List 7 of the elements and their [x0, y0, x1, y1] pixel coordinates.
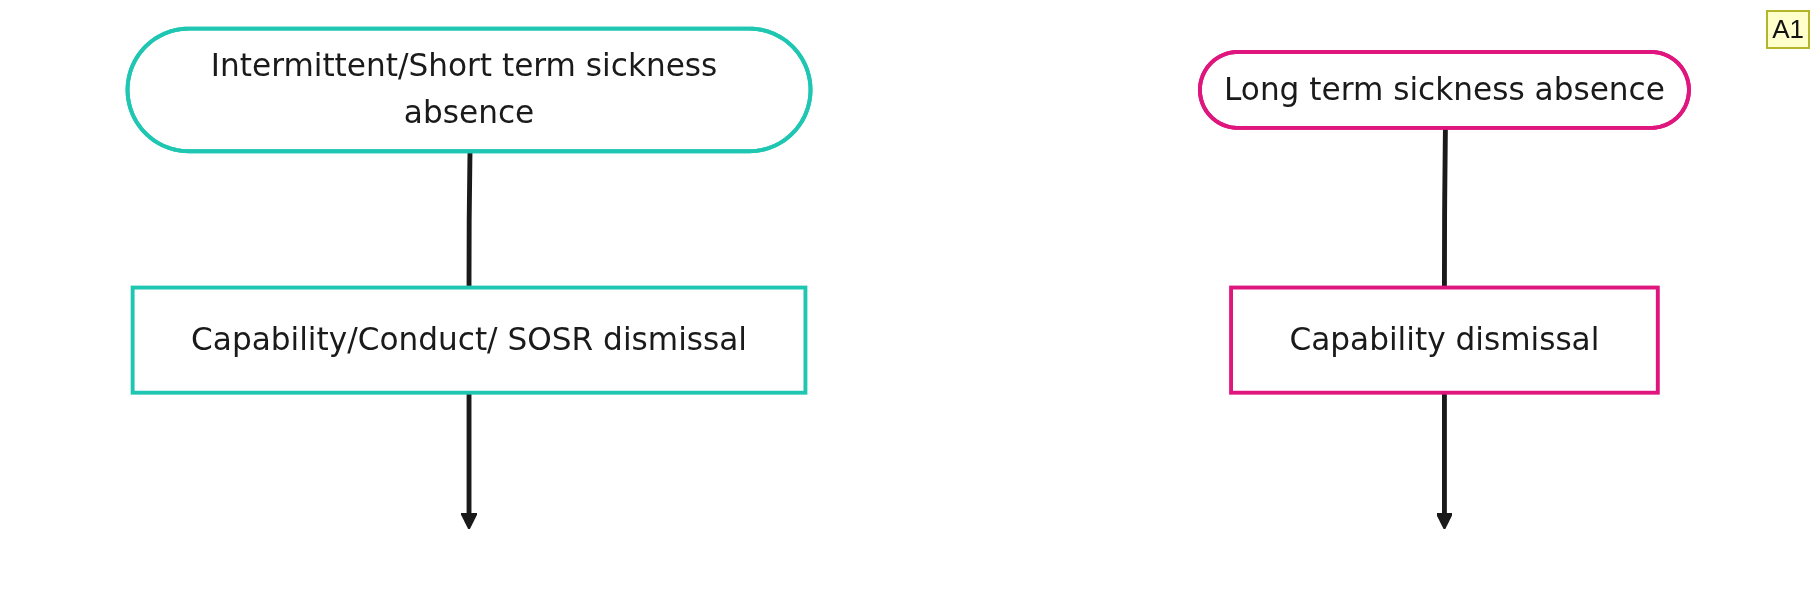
connector — [466, 152, 473, 288]
node-box: Capability/Conduct/ SOSR dismissal — [130, 285, 808, 395]
arrow — [460, 392, 478, 530]
connector — [1441, 128, 1448, 288]
node-box: Capability dismissal — [1228, 285, 1660, 395]
arrow — [1435, 392, 1453, 530]
note-label: A1 — [1766, 10, 1810, 49]
